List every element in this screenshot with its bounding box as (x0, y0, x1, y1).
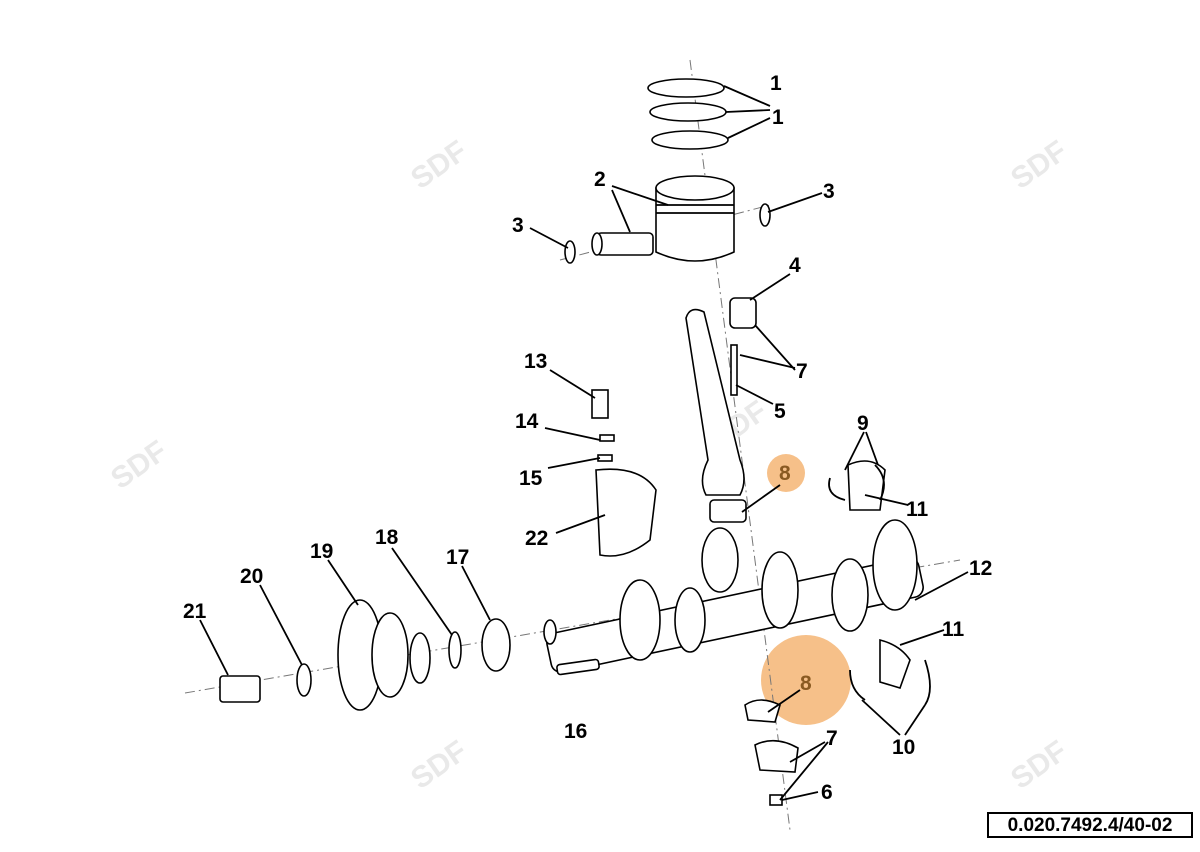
callout-8-highlighted: 8 (800, 672, 812, 695)
watermark: SDF (405, 734, 473, 795)
center-axes (184, 59, 961, 831)
callout-17: 17 (446, 546, 469, 569)
callout-13: 13 (524, 350, 547, 373)
watermark: SDF (1005, 734, 1073, 795)
callout-19: 19 (310, 540, 333, 563)
callout-12: 12 (969, 557, 992, 580)
callout-4: 4 (789, 254, 801, 277)
callout-5: 5 (774, 400, 786, 423)
circlip (759, 203, 771, 227)
callout-8-highlighted: 8 (779, 462, 791, 485)
callout-9: 9 (857, 412, 869, 435)
callout-7: 7 (796, 360, 808, 383)
callout-7: 7 (826, 727, 838, 750)
highlight-circle (761, 635, 851, 725)
callout-11: 11 (942, 618, 965, 641)
callout-21: 21 (183, 600, 207, 623)
callout-14: 14 (515, 410, 539, 433)
callout-6: 6 (821, 781, 833, 804)
counterweight (591, 389, 657, 557)
callout-11: 11 (906, 498, 929, 521)
callout-20: 20 (240, 565, 263, 588)
callout-labels: 1 1 2 3 3 4 7 5 13 14 15 8 9 11 22 12 18… (183, 72, 992, 804)
callout-16: 16 (564, 720, 587, 743)
leader-lines (199, 85, 969, 801)
highlight-circle (767, 454, 805, 492)
piston-rings (647, 78, 729, 150)
pulley-assembly (219, 599, 600, 711)
callout-2: 2 (594, 168, 606, 191)
watermark: SDF (405, 134, 473, 195)
callout-1: 1 (772, 106, 784, 129)
callout-10: 10 (892, 736, 915, 759)
piston-pin (591, 232, 654, 256)
callout-18: 18 (375, 526, 399, 549)
circlip (564, 240, 576, 264)
watermark: SDF (1005, 134, 1073, 195)
crankshaft (543, 519, 924, 674)
callout-3: 3 (823, 180, 835, 203)
callout-1: 1 (770, 72, 782, 95)
callout-22: 22 (525, 527, 548, 550)
piston (655, 175, 735, 262)
connecting-rod (685, 297, 757, 523)
document-reference: 0.020.7492.4/40-02 (987, 812, 1193, 838)
watermark: SDF (105, 434, 173, 495)
callout-3: 3 (512, 214, 524, 237)
callout-15: 15 (519, 467, 543, 490)
